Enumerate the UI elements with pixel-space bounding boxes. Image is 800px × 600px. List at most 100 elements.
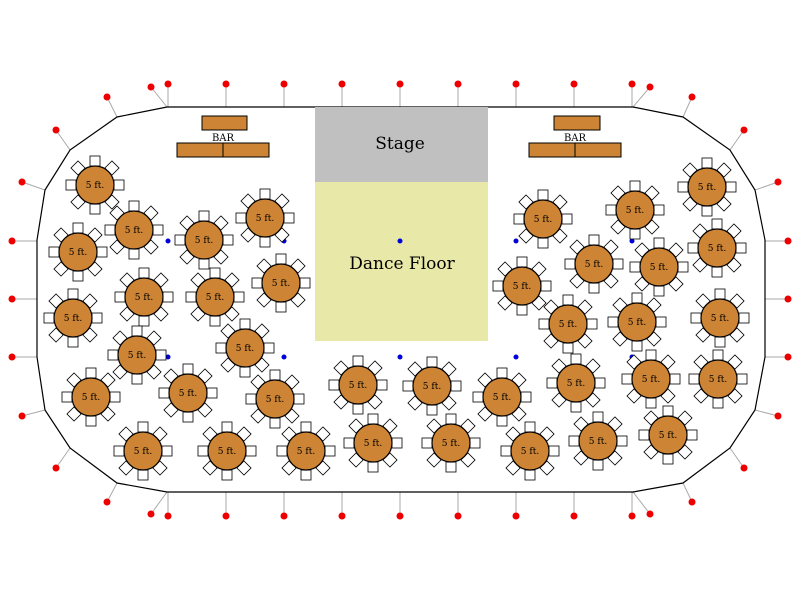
light-stand [150, 86, 168, 108]
table-size-label: 5 ft. [297, 447, 316, 457]
round-table[interactable]: 5 ft. [113, 421, 173, 481]
round-table[interactable]: 5 ft. [687, 218, 747, 278]
chair [209, 315, 221, 327]
light-icon [740, 464, 748, 472]
chair [725, 181, 737, 193]
chair [215, 342, 227, 354]
chair [564, 258, 576, 270]
chair [592, 459, 604, 471]
light-icon [396, 512, 404, 520]
chair [621, 373, 633, 385]
chair [588, 234, 600, 246]
chair [221, 469, 233, 481]
light-stand [754, 409, 779, 417]
round-table[interactable]: 5 ft. [235, 188, 295, 248]
round-table[interactable]: 5 ft. [107, 325, 167, 385]
round-table[interactable]: 5 ft. [276, 421, 336, 481]
chair [568, 435, 580, 447]
table-size-label: 5 ft. [82, 393, 101, 403]
round-table[interactable]: 5 ft. [690, 288, 750, 348]
round-table[interactable]: 5 ft. [114, 267, 174, 327]
round-table[interactable]: 5 ft. [538, 294, 598, 354]
chair [269, 369, 281, 381]
light-icon [8, 295, 16, 303]
round-table[interactable]: 5 ft. [158, 363, 218, 423]
table-size-label: 5 ft. [709, 375, 728, 385]
chair [687, 242, 699, 254]
round-table[interactable]: 5 ft. [621, 349, 681, 409]
chair [85, 367, 97, 379]
table-top [124, 277, 164, 317]
chair [500, 445, 512, 457]
round-table[interactable]: 5 ft. [197, 421, 257, 481]
chair [162, 291, 174, 303]
round-table[interactable]: 5 ft. [402, 356, 462, 416]
chair [711, 266, 723, 278]
round-table[interactable]: 5 ft. [343, 413, 403, 473]
table-size-label: 5 ft. [567, 379, 586, 389]
round-table[interactable]: 5 ft. [421, 413, 481, 473]
chair [158, 387, 170, 399]
round-table[interactable]: 5 ft. [513, 189, 573, 249]
chair [221, 421, 233, 433]
round-table[interactable]: 5 ft. [65, 155, 125, 215]
round-table[interactable]: 5 ft. [607, 292, 667, 352]
round-table[interactable]: 5 ft. [61, 367, 121, 427]
light-icon [570, 80, 578, 88]
round-table[interactable]: 5 ft. [564, 234, 624, 294]
round-table[interactable]: 5 ft. [500, 421, 560, 481]
round-table[interactable]: 5 ft. [492, 256, 552, 316]
round-table[interactable]: 5 ft. [605, 180, 665, 240]
table-size-label: 5 ft. [349, 381, 368, 391]
round-table[interactable]: 5 ft. [174, 210, 234, 270]
chair [402, 380, 414, 392]
table-top [353, 423, 393, 463]
round-table[interactable]: 5 ft. [185, 267, 245, 327]
round-table[interactable]: 5 ft. [568, 411, 628, 471]
light-icon [52, 126, 60, 134]
chair [209, 267, 221, 279]
light-stand [682, 96, 693, 118]
chair [259, 236, 271, 248]
table-size-label: 5 ft. [493, 393, 512, 403]
chair [645, 349, 657, 361]
chair [513, 213, 525, 225]
table-top [548, 304, 588, 344]
light-icon [774, 412, 782, 420]
round-table[interactable]: 5 ft. [328, 355, 388, 415]
round-table[interactable]: 5 ft. [245, 369, 305, 429]
round-table[interactable]: 5 ft. [629, 237, 689, 297]
round-table[interactable]: 5 ft. [104, 200, 164, 260]
chair [72, 270, 84, 282]
chair [714, 288, 726, 300]
chair [450, 380, 462, 392]
chair [283, 212, 295, 224]
round-table[interactable]: 5 ft. [688, 349, 748, 409]
chair [605, 204, 617, 216]
table-top [556, 363, 596, 403]
round-table[interactable]: 5 ft. [546, 353, 606, 413]
chair [107, 349, 119, 361]
round-table[interactable]: 5 ft. [472, 367, 532, 427]
table-top [631, 359, 671, 399]
chair [686, 429, 698, 441]
chair [367, 413, 379, 425]
chair [233, 291, 245, 303]
chair [152, 224, 164, 236]
chair [239, 366, 251, 378]
round-table[interactable]: 5 ft. [251, 253, 311, 313]
round-table[interactable]: 5 ft. [677, 157, 737, 217]
chair [96, 246, 108, 258]
chair [472, 391, 484, 403]
round-table[interactable]: 5 ft. [43, 288, 103, 348]
table-top [123, 431, 163, 471]
round-table[interactable]: 5 ft. [215, 318, 275, 378]
table-size-label: 5 ft. [659, 431, 678, 441]
table-top [338, 365, 378, 405]
light-icon [8, 237, 16, 245]
round-table[interactable]: 5 ft. [638, 405, 698, 465]
table-top [697, 228, 737, 268]
light-stand [729, 129, 745, 151]
chair [137, 421, 149, 433]
round-table[interactable]: 5 ft. [48, 222, 108, 282]
